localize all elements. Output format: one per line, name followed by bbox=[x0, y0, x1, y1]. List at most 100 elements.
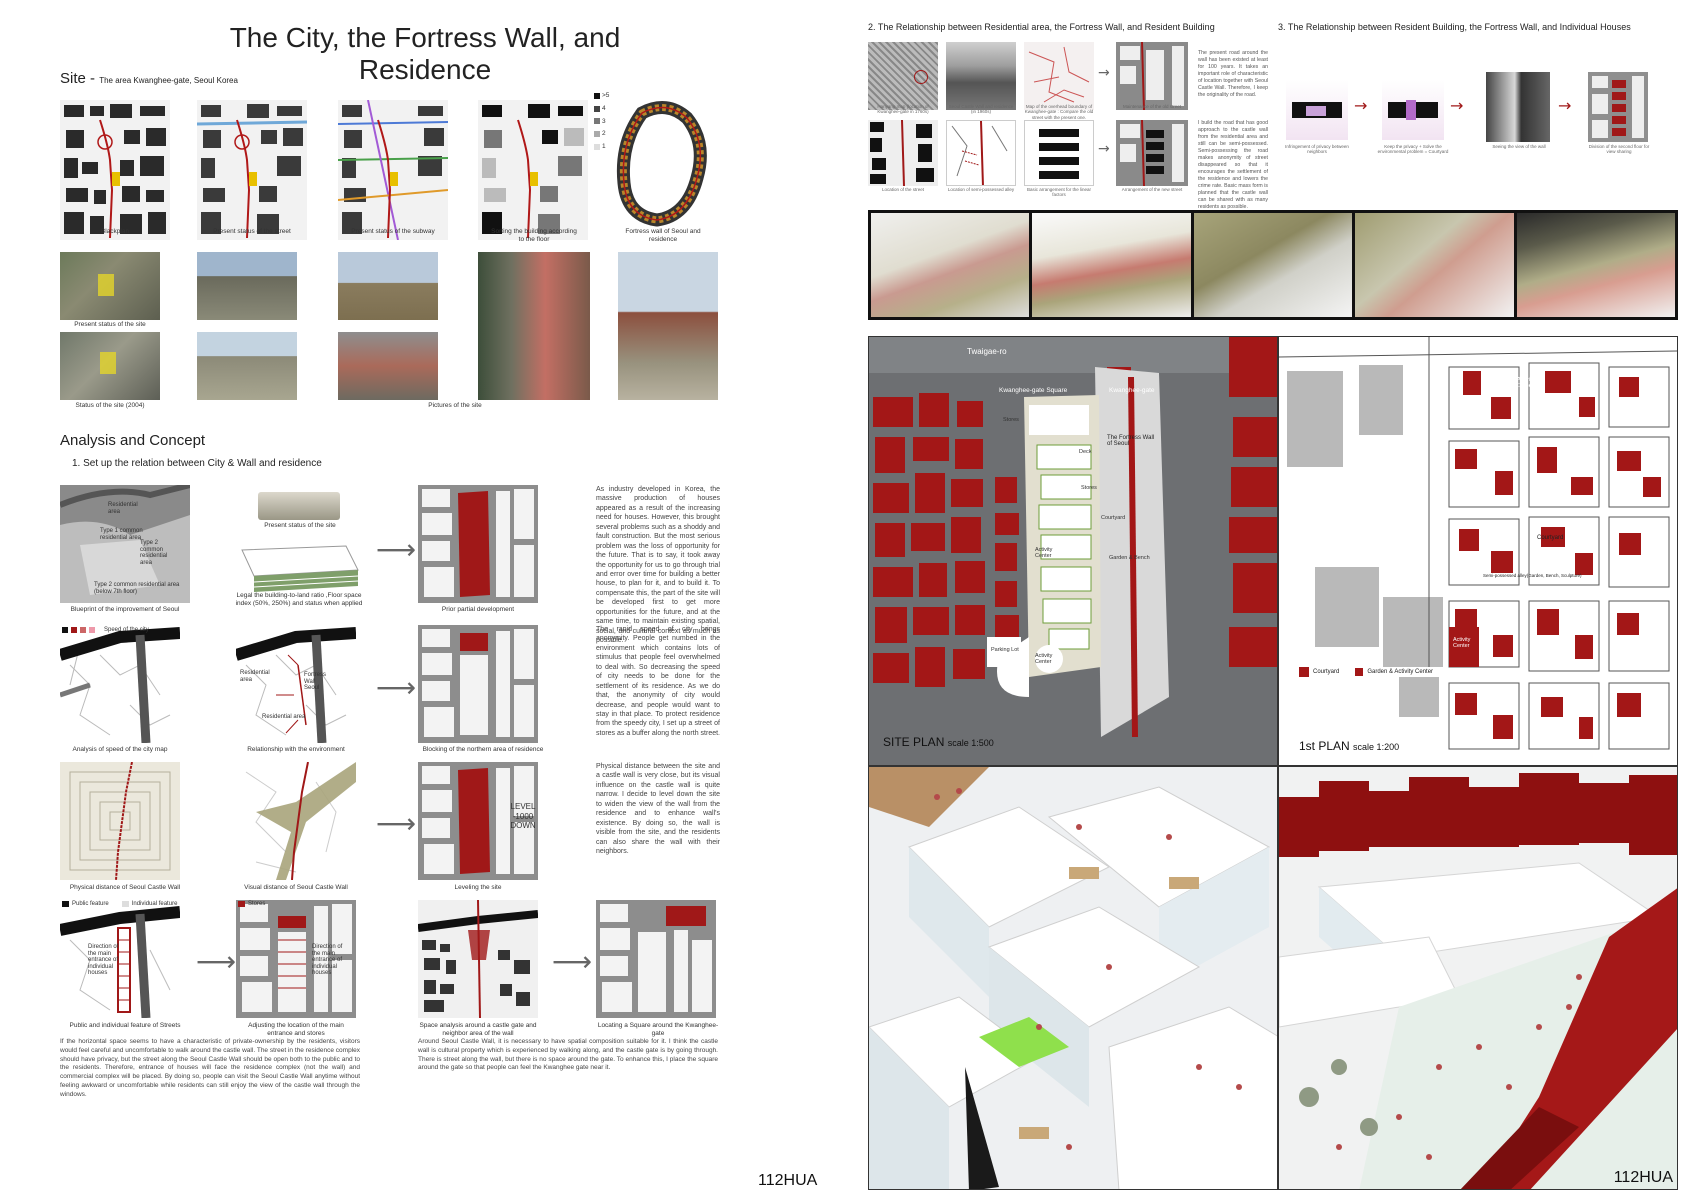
caption-view-sharing: Division of the second floor for view sh… bbox=[1588, 144, 1650, 155]
first-floor-plan: Activity Center Courtyard Semi-possessed… bbox=[1278, 336, 1678, 766]
siteplan-road-label: Twaigae-ro bbox=[967, 347, 1007, 356]
new-street-map bbox=[1116, 120, 1188, 186]
blocking-map bbox=[418, 625, 538, 743]
model-photo bbox=[1516, 213, 1676, 317]
caption-hanyang: Hanyang map (location of Kwanghee-gate i… bbox=[877, 104, 929, 115]
caption-speed: Analysis of speed of the city map bbox=[72, 746, 168, 753]
caption-adjusting: Adjusting the location of the main entra… bbox=[248, 1022, 344, 1037]
row1-text: As industry developed in Korea, the mass… bbox=[596, 486, 720, 644]
legend-item: 2 bbox=[594, 130, 614, 138]
visual-distance-map bbox=[236, 762, 356, 880]
environment-map bbox=[236, 625, 356, 743]
analysis-heading: Analysis and Concept bbox=[60, 432, 206, 449]
arrow-right-icon: ⟶ bbox=[196, 945, 237, 978]
speed-legend: Speed of the city bbox=[62, 627, 149, 634]
arrow-right-icon: → bbox=[1098, 65, 1110, 81]
plan-title-text: 1st PLAN bbox=[1299, 739, 1350, 753]
wall-view-photo bbox=[1486, 72, 1550, 142]
bottom-text-right: Around Seoul Castle Wall, it is necessar… bbox=[418, 1038, 718, 1072]
caption-blueprint: Blueprint of the improvement of Seoul bbox=[70, 606, 180, 613]
arrow-right-icon: → bbox=[1354, 96, 1368, 115]
privacy-infringement-diagram bbox=[1286, 80, 1348, 140]
siteplan-wall-label: The Fortress Wall of Seoul bbox=[1107, 435, 1155, 447]
view-sharing-plan bbox=[1588, 72, 1648, 142]
model-photo bbox=[871, 213, 1030, 317]
legend-garden: Garden & Activity Center bbox=[1367, 669, 1434, 675]
plan-scale: scale 1:200 bbox=[1353, 742, 1400, 752]
caption-present-model: Present status of the site bbox=[264, 522, 336, 529]
caption-street: Present status of the street bbox=[213, 228, 291, 235]
square-location-map bbox=[596, 900, 716, 1018]
row2-text: The rapid speed of city brings anonymity… bbox=[596, 626, 721, 737]
aerial-rendering bbox=[868, 766, 1278, 1190]
subway-map bbox=[338, 100, 448, 240]
level-label: LEVEL -1000 DOWN bbox=[510, 802, 536, 831]
arrow-right-icon: → bbox=[1558, 96, 1572, 115]
present-site-model bbox=[258, 492, 340, 520]
label-type1: Type 1 common residential area bbox=[100, 528, 143, 541]
sheet-code-left: 112HUA bbox=[758, 1172, 818, 1189]
castle-wall-photo-1960s bbox=[946, 42, 1016, 110]
label-speed: Speed of the city bbox=[104, 627, 149, 633]
plan-activity2-label: Activity Center bbox=[1453, 637, 1471, 649]
site-heading-text: Site - bbox=[60, 70, 96, 87]
label-direction-entrance-2: Direction of the main entrance of indivi… bbox=[312, 944, 343, 977]
plan-title: 1st PLAN scale 1:200 bbox=[1299, 739, 1399, 753]
leveling-map bbox=[418, 762, 538, 880]
caption-present-site: Present status of the site bbox=[74, 321, 146, 328]
plan-courtyard-label: Courtyard bbox=[1537, 535, 1564, 541]
street-features-map bbox=[60, 900, 180, 1018]
siteplan-parking-label: Parking Lot bbox=[991, 647, 1019, 653]
label-residential-area-2: Residential area bbox=[262, 714, 306, 720]
caption-subway: Present status of the subway bbox=[351, 228, 435, 235]
legend-item: >5 bbox=[594, 92, 614, 100]
caption-site-2004: Status of the site (2004) bbox=[75, 402, 145, 409]
linear-arrangement-diagram bbox=[1024, 120, 1094, 186]
alley-photo-1 bbox=[478, 252, 590, 400]
caption-new-street: Arrangement of the new street bbox=[1121, 187, 1183, 192]
caption-courtyard: Keep the privacy + Solve the environment… bbox=[1377, 144, 1449, 155]
caption-physical: Physical distance of Seoul Castle Wall bbox=[69, 884, 181, 891]
entrance-stores-map bbox=[236, 900, 356, 1018]
section2-text-1: The present road around the wall has bee… bbox=[1198, 50, 1268, 99]
model-photo bbox=[1355, 213, 1514, 317]
caption-visual: Visual distance of Seoul Castle Wall bbox=[244, 884, 348, 891]
siteplan-deck-label: Deck bbox=[1079, 449, 1092, 455]
old-street-map bbox=[1116, 42, 1188, 110]
caption-pictures: Pictures of the site bbox=[428, 402, 482, 409]
siteplan-gate-label: Kwanghee-gate bbox=[1109, 387, 1155, 394]
label-residential-area: Residential area bbox=[240, 670, 270, 683]
sheet-code-right: 112HUA bbox=[1613, 1169, 1673, 1186]
caption-street-location: Location of the street bbox=[881, 187, 925, 192]
siteplan-stores2-label: Stores bbox=[1081, 485, 1097, 491]
label-type2-below7: Type 2 common residential area (below 7t… bbox=[94, 582, 180, 595]
label-type2: Type 2 common residential area bbox=[140, 540, 168, 566]
legend-item: 4 bbox=[594, 105, 614, 113]
floor-sorting-map bbox=[478, 100, 588, 240]
section2-text-2: I build the road that has good approach … bbox=[1198, 120, 1268, 211]
caption-linear: Basic arrangement for the linear factors bbox=[1026, 187, 1092, 198]
caption-1960s: Seoul Castle Wall and residence (in 1960… bbox=[948, 104, 1014, 115]
plan-alley-label: Semi-possessed alley(Garden, Bench, Scul… bbox=[1483, 573, 1582, 578]
page-title: The City, the Fortress Wall, and Residen… bbox=[229, 22, 621, 85]
floor-legend: >5 4 3 2 1 bbox=[594, 92, 614, 151]
model-photo bbox=[1032, 213, 1191, 317]
plan-activity-label: Activity Center bbox=[1517, 377, 1535, 389]
caption-square: Locating a Square around the Kwanghee-ga… bbox=[597, 1022, 719, 1037]
siteplan-courtyard-label: Courtyard bbox=[1101, 515, 1126, 521]
street-photo-3 bbox=[197, 332, 297, 400]
caption-alley: Location of semi-possessed alley bbox=[947, 187, 1015, 192]
siteplan-title-text: SITE PLAN bbox=[883, 735, 945, 749]
caption-gate-space: Space analysis around a castle gate and … bbox=[419, 1022, 537, 1037]
legend-courtyard: Courtyard bbox=[1313, 669, 1340, 675]
far-diagram bbox=[236, 540, 362, 600]
physical-distance-map bbox=[60, 762, 180, 880]
model-photo bbox=[1193, 213, 1353, 317]
siteplan-garden-label: Garden & Bench bbox=[1109, 555, 1150, 561]
caption-fortress: Fortress wall of Seoul and residence bbox=[625, 228, 701, 243]
aerial-photo bbox=[60, 252, 160, 320]
caption-wall-view: Seeing the view of the wall bbox=[1492, 144, 1546, 149]
legend-item: 3 bbox=[594, 118, 614, 126]
site-subheading: The area Kwanghee-gate, Seoul Korea bbox=[99, 76, 238, 85]
caption-blackplan: Blackplan bbox=[100, 228, 130, 235]
